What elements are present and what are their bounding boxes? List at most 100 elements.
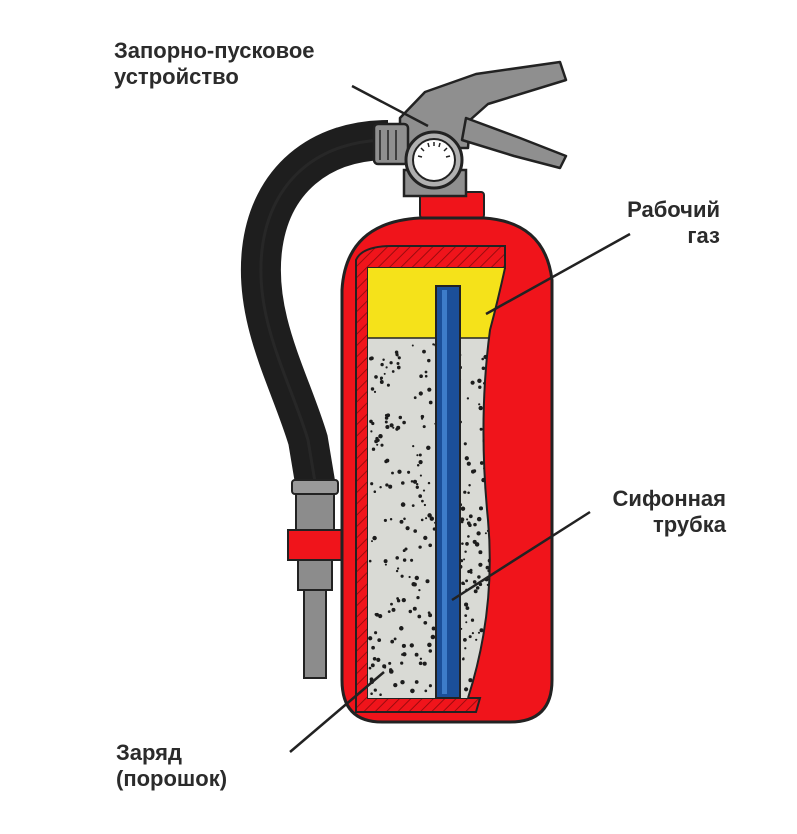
powder-dot xyxy=(465,621,468,624)
cylinder-body xyxy=(340,191,554,724)
powder-dot xyxy=(397,356,401,360)
powder-dot xyxy=(478,403,481,406)
powder-dot xyxy=(464,550,467,553)
powder-dot xyxy=(462,657,465,661)
powder-dot xyxy=(368,666,372,670)
powder-dot xyxy=(413,529,418,533)
powder-dot xyxy=(415,485,419,489)
powder-dot xyxy=(379,693,382,696)
powder-dot xyxy=(430,634,436,640)
powder-dot xyxy=(418,661,423,666)
powder-dot xyxy=(414,652,419,657)
powder-dot xyxy=(370,356,374,361)
powder-dot xyxy=(400,502,406,507)
powder-dot xyxy=(396,365,401,370)
label-gas-line2: газ xyxy=(687,223,720,248)
powder-dot xyxy=(470,618,475,622)
powder-dot xyxy=(478,385,482,389)
powder-dot xyxy=(388,484,393,489)
powder-dot xyxy=(396,354,399,357)
powder-dot xyxy=(411,504,415,507)
siphon-leader xyxy=(451,510,591,602)
powder-dot xyxy=(370,430,373,433)
powder-dot xyxy=(425,517,428,520)
powder-dot xyxy=(410,688,415,694)
powder-dot xyxy=(395,556,399,560)
powder-dot xyxy=(479,427,483,431)
powder-dot xyxy=(393,682,398,688)
pressure-gauge-icon xyxy=(404,130,464,190)
powder-dot xyxy=(423,620,428,625)
powder-dot xyxy=(427,513,432,518)
powder-dot xyxy=(378,614,383,619)
powder-dot xyxy=(464,614,468,617)
powder-dot xyxy=(408,575,411,579)
charge-leader xyxy=(289,671,385,753)
powder-dot xyxy=(412,606,417,611)
powder-dot xyxy=(464,456,469,461)
powder-dot xyxy=(405,526,410,531)
powder-dot xyxy=(428,684,432,688)
powder-dot xyxy=(401,643,406,648)
powder-dot xyxy=(391,370,395,373)
powder-dot xyxy=(384,413,389,417)
powder-dot xyxy=(418,453,422,457)
siphon-tube xyxy=(435,285,461,699)
powder-dot xyxy=(382,664,387,669)
powder-dot xyxy=(428,543,433,548)
powder-dot xyxy=(411,581,416,587)
powder-dot xyxy=(418,545,422,549)
powder-dot xyxy=(467,535,470,538)
powder-dot xyxy=(476,531,481,536)
powder-dot xyxy=(379,380,384,384)
powder-dot xyxy=(486,529,490,533)
powder-dot xyxy=(466,521,471,526)
powder-dot xyxy=(371,540,373,543)
powder-dot xyxy=(472,580,477,584)
hose xyxy=(240,120,389,492)
powder-dot xyxy=(460,520,464,524)
powder-dot xyxy=(468,635,472,639)
powder-dot xyxy=(395,427,399,431)
powder-dot xyxy=(416,595,420,600)
powder-dot xyxy=(395,569,399,573)
powder-dot xyxy=(371,645,375,650)
powder-dot xyxy=(403,558,407,562)
powder-dot xyxy=(423,503,427,507)
powder-dot xyxy=(463,638,467,642)
gas-leader xyxy=(485,232,631,316)
powder-dot xyxy=(428,613,433,618)
powder-dot xyxy=(422,489,426,492)
powder-dot xyxy=(379,486,382,489)
powder-dot xyxy=(412,445,415,448)
powder-dot xyxy=(410,558,414,562)
powder-dot xyxy=(416,454,419,457)
powder-dot xyxy=(385,483,389,487)
powder-dot xyxy=(472,469,477,473)
powder-dot xyxy=(484,532,487,535)
powder-dot xyxy=(423,535,428,541)
powder-dot xyxy=(400,574,404,578)
powder-dot xyxy=(424,374,428,378)
powder-dot xyxy=(427,642,432,648)
powder-dot xyxy=(372,535,377,541)
powder-dot xyxy=(419,374,423,379)
valve-leader xyxy=(351,84,429,128)
powder-dot xyxy=(483,354,488,360)
label-siphon-line2: трубка xyxy=(653,512,726,537)
powder-dot xyxy=(464,647,467,650)
powder-dot xyxy=(402,652,407,657)
powder-dot xyxy=(428,649,433,653)
powder-dot xyxy=(373,688,377,692)
powder-dot xyxy=(427,358,431,363)
powder-dot xyxy=(427,387,432,392)
powder-dot xyxy=(390,639,395,644)
powder-dot xyxy=(384,420,388,424)
powder-dot xyxy=(411,344,414,347)
powder-dot xyxy=(425,579,430,584)
powder-dot xyxy=(428,400,433,405)
powder-dot xyxy=(476,516,482,522)
powder-dot xyxy=(382,358,385,361)
powder-dot xyxy=(474,542,480,547)
powder-dot xyxy=(470,380,475,385)
